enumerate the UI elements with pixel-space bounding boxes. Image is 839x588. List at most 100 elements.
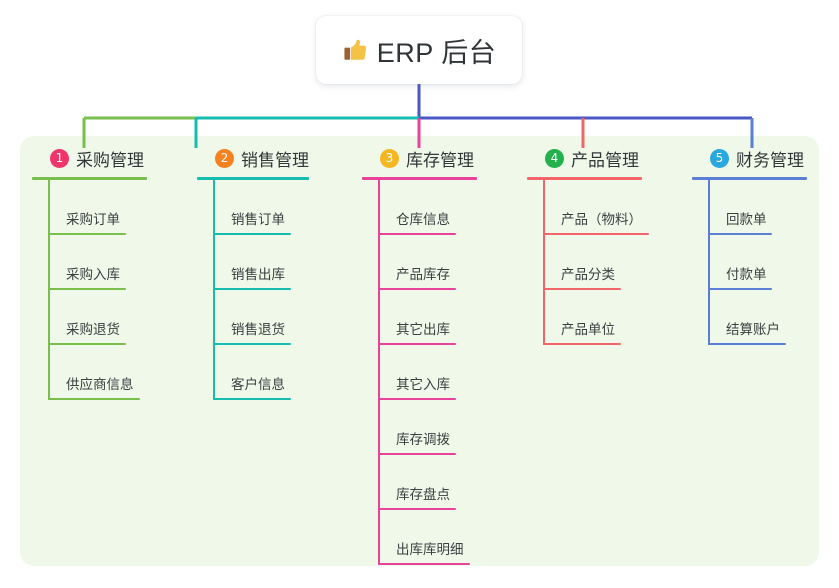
leaf-label: 产品单位 (561, 322, 615, 338)
leaf-underline (213, 343, 291, 345)
leaf-item[interactable]: 采购退货 (32, 290, 182, 345)
leaf-label: 付款单 (726, 267, 767, 283)
leaf-item[interactable]: 客户信息 (197, 345, 347, 400)
branch-column-5: 5 财务管理回款单付款单结算账户 (692, 146, 837, 345)
leaf-label: 销售退货 (231, 322, 285, 338)
leaf-underline (708, 288, 772, 290)
leaf-label: 库存调拨 (396, 432, 450, 448)
branch-column-1: 1 采购管理采购订单采购入库采购退货供应商信息 (32, 146, 182, 400)
branch-header-1[interactable]: 1 采购管理 (32, 146, 182, 170)
leaf-underline (378, 343, 456, 345)
leaf-label: 供应商信息 (66, 377, 134, 393)
branch-title-4: 产品管理 (571, 150, 639, 170)
leaf-list-1: 采购订单采购入库采购退货供应商信息 (32, 180, 182, 400)
leaf-underline (378, 288, 456, 290)
leaf-underline (378, 453, 456, 455)
branch-badge-4: 4 (545, 148, 564, 168)
leaf-label: 出库库明细 (396, 542, 464, 558)
leaf-item[interactable]: 产品（物料） (527, 180, 677, 235)
root-label: ERP 后台 (376, 37, 497, 68)
leaf-underline (213, 288, 291, 290)
branch-column-3: 3 库存管理仓库信息产品库存其它出库其它入库库存调拨库存盘点出库库明细 (362, 146, 512, 565)
leaf-underline (378, 233, 456, 235)
branch-column-4: 4 产品管理产品（物料） 产品分类产品单位 (527, 146, 677, 345)
leaf-underline (48, 398, 140, 400)
leaf-label: 回款单 (726, 212, 767, 228)
branch-badge-1: 1 (50, 148, 69, 168)
leaf-item[interactable]: 库存盘点 (362, 455, 512, 510)
leaf-list-3: 仓库信息产品库存其它出库其它入库库存调拨库存盘点出库库明细 (362, 180, 512, 565)
leaf-underline (48, 233, 126, 235)
leaf-underline (543, 288, 621, 290)
leaf-underline (378, 508, 456, 510)
leaf-label: 销售出库 (231, 267, 285, 283)
leaf-underline (543, 343, 621, 345)
leaf-label: 其它出库 (396, 322, 450, 338)
root-node[interactable]: ERP 后台 (316, 16, 522, 84)
leaf-spine-2 (213, 180, 215, 400)
leaf-spine-1 (48, 180, 50, 400)
branch-title-1: 采购管理 (76, 150, 144, 170)
leaf-spine-3 (378, 180, 380, 565)
branch-header-3[interactable]: 3 库存管理 (362, 146, 512, 170)
leaf-label: 结算账户 (726, 322, 780, 338)
leaf-underline (543, 233, 649, 235)
leaf-item[interactable]: 销售出库 (197, 235, 347, 290)
leaf-spine-5 (708, 180, 710, 345)
branches-background-panel (20, 136, 819, 566)
branch-underline-3 (362, 177, 477, 180)
leaf-label: 采购订单 (66, 212, 120, 228)
branch-underline-4 (527, 177, 642, 180)
leaf-item[interactable]: 其它出库 (362, 290, 512, 345)
branch-header-2[interactable]: 2 销售管理 (197, 146, 347, 170)
leaf-label: 仓库信息 (396, 212, 450, 228)
branch-title-5: 财务管理 (736, 150, 804, 170)
leaf-item[interactable]: 销售退货 (197, 290, 347, 345)
leaf-item[interactable]: 产品分类 (527, 235, 677, 290)
leaf-underline (48, 343, 126, 345)
branch-underline-2 (197, 177, 309, 180)
leaf-label: 销售订单 (231, 212, 285, 228)
leaf-underline (48, 288, 126, 290)
leaf-item[interactable]: 出库库明细 (362, 510, 512, 565)
leaf-underline (708, 233, 772, 235)
leaf-item[interactable]: 库存调拨 (362, 400, 512, 455)
leaf-item[interactable]: 供应商信息 (32, 345, 182, 400)
leaf-item[interactable]: 采购订单 (32, 180, 182, 235)
branch-badge-5: 5 (710, 148, 729, 168)
thumbs-up-icon (342, 37, 368, 63)
leaf-underline (213, 398, 291, 400)
branch-header-5[interactable]: 5 财务管理 (692, 146, 837, 170)
leaf-label: 采购入库 (66, 267, 120, 283)
leaf-item[interactable]: 产品单位 (527, 290, 677, 345)
branch-underline-1 (32, 177, 147, 180)
leaf-label: 产品（物料） (561, 212, 642, 228)
leaf-label: 其它入库 (396, 377, 450, 393)
leaf-item[interactable]: 采购入库 (32, 235, 182, 290)
leaf-item[interactable]: 付款单 (692, 235, 837, 290)
leaf-item[interactable]: 结算账户 (692, 290, 837, 345)
leaf-item[interactable]: 回款单 (692, 180, 837, 235)
branch-header-4[interactable]: 4 产品管理 (527, 146, 677, 170)
leaf-list-4: 产品（物料） 产品分类产品单位 (527, 180, 677, 345)
leaf-item[interactable]: 其它入库 (362, 345, 512, 400)
branch-title-2: 销售管理 (241, 150, 309, 170)
leaf-label: 库存盘点 (396, 487, 450, 503)
branch-badge-3: 3 (380, 148, 399, 168)
leaf-underline (213, 233, 291, 235)
leaf-label: 客户信息 (231, 377, 285, 393)
leaf-spine-4 (543, 180, 545, 345)
branch-badge-2: 2 (215, 148, 234, 168)
leaf-underline (378, 563, 470, 565)
leaf-item[interactable]: 销售订单 (197, 180, 347, 235)
leaf-list-5: 回款单付款单结算账户 (692, 180, 837, 345)
branch-title-3: 库存管理 (406, 150, 474, 170)
leaf-label: 产品分类 (561, 267, 615, 283)
leaf-list-2: 销售订单销售出库销售退货客户信息 (197, 180, 347, 400)
leaf-item[interactable]: 产品库存 (362, 235, 512, 290)
branch-underline-5 (692, 177, 807, 180)
leaf-underline (378, 398, 456, 400)
leaf-item[interactable]: 仓库信息 (362, 180, 512, 235)
leaf-label: 采购退货 (66, 322, 120, 338)
